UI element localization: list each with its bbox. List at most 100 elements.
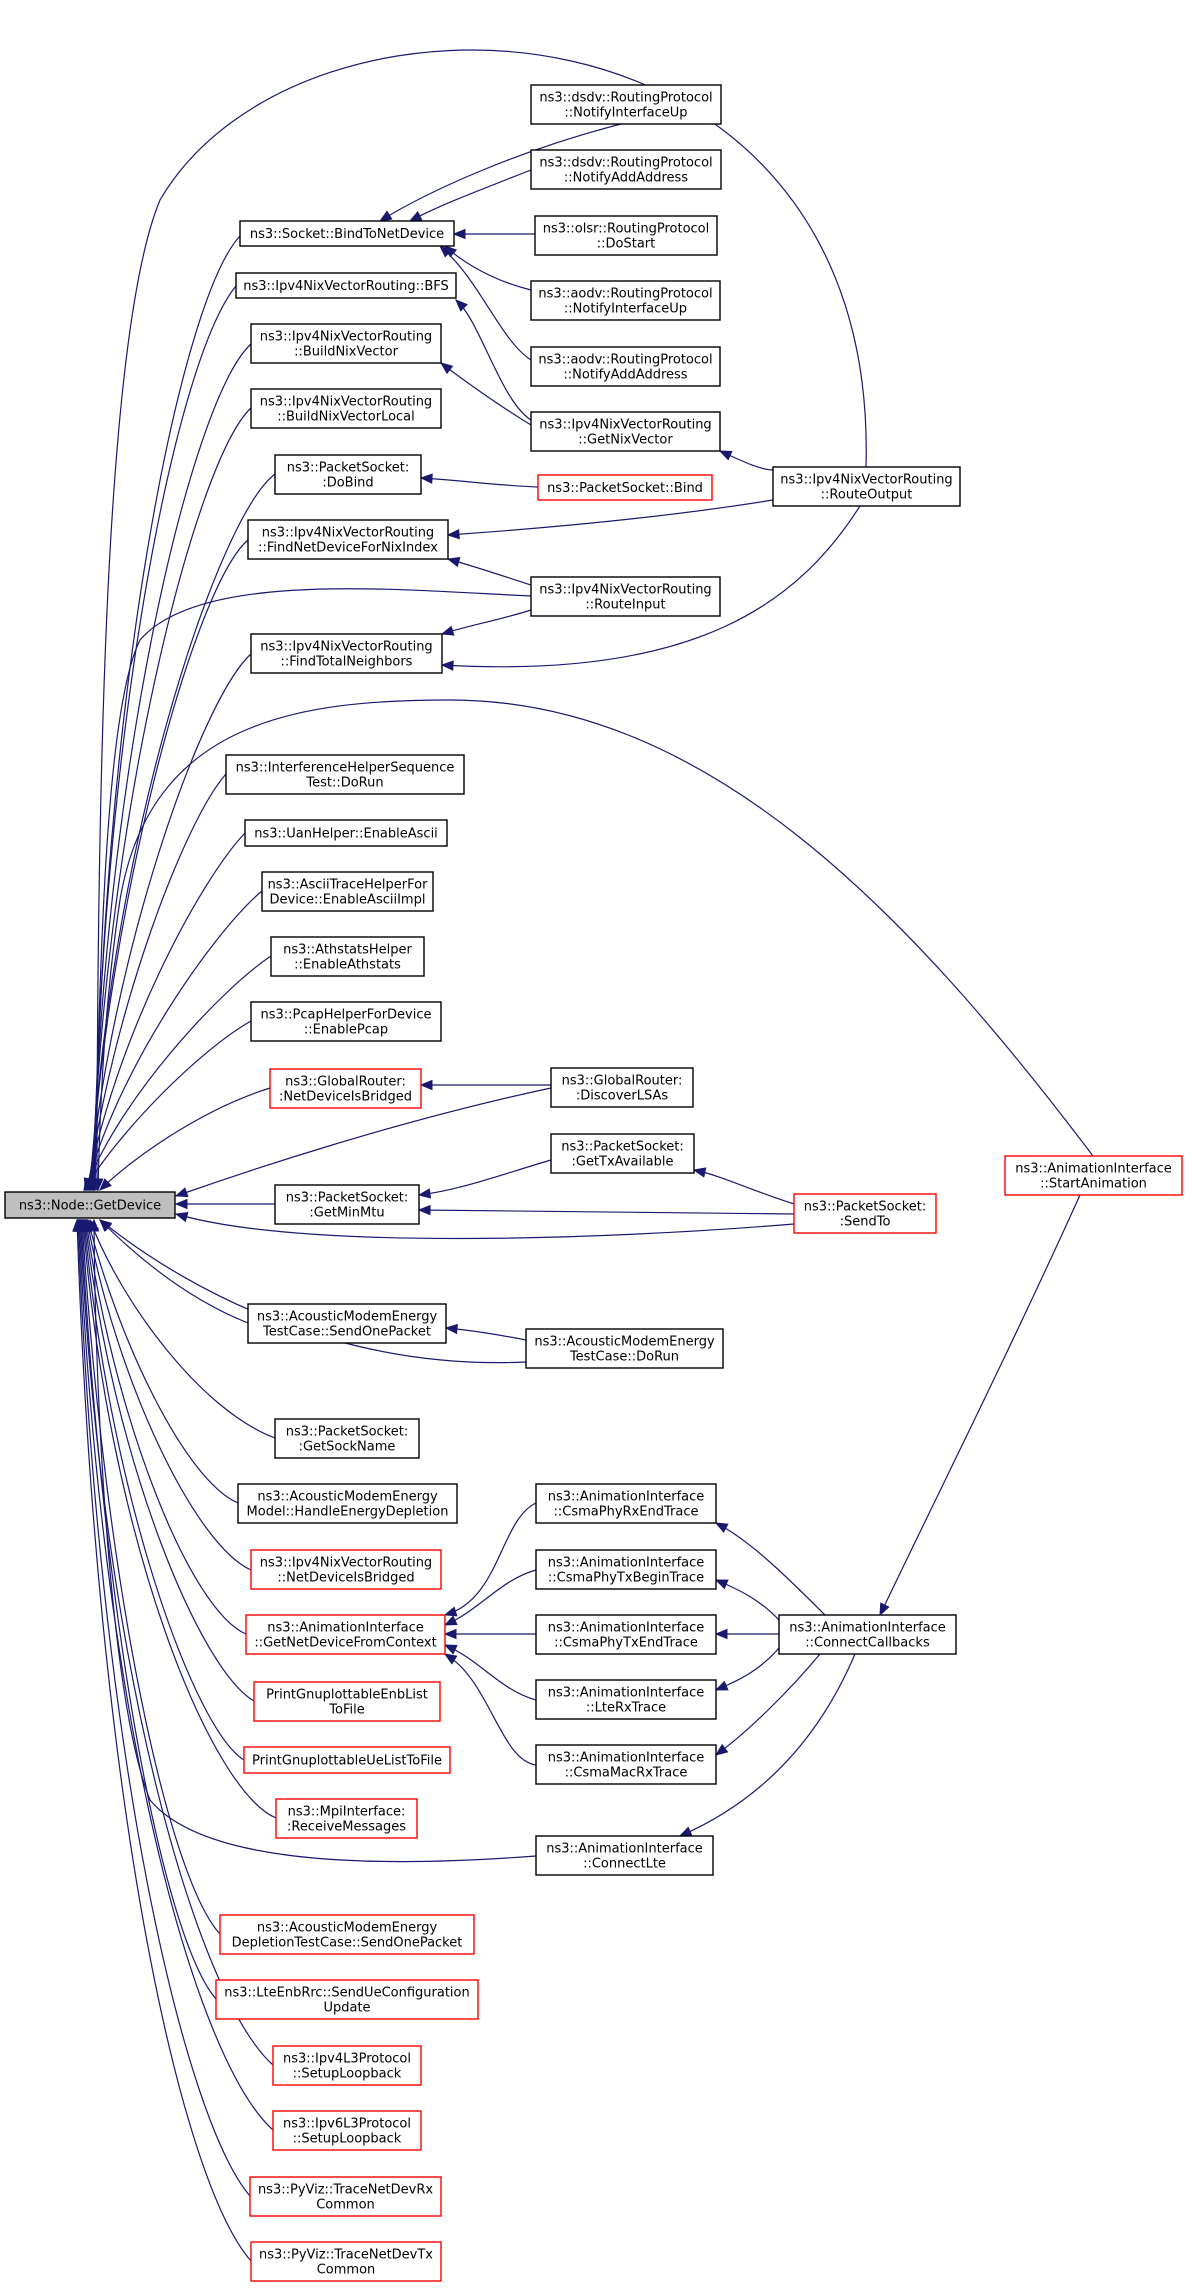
edge-line [89,539,249,1191]
edge-discoverLSAs-to-netDevIsBridged [419,1079,551,1091]
node-getNixVector[interactable]: ns3::Ipv4NixVectorRouting::GetNixVector [530,411,721,452]
node-dsdvUp[interactable]: ns3::dsdv::RoutingProtocol::NotifyInterf… [530,84,722,125]
node-acousticDepletion[interactable]: ns3::AcousticModemEnergyDepletionTestCas… [219,1914,475,1955]
node-getSockName[interactable]: ns3::PacketSocket::GetSockName [274,1418,420,1459]
node-olsr[interactable]: ns3::olsr::RoutingProtocol::DoStart [534,215,718,256]
node-findTotalNeighbors[interactable]: ns3::Ipv4NixVectorRouting::FindTotalNeig… [250,633,443,674]
node-asciiTrace[interactable]: ns3::AsciiTraceHelperForDevice::EnableAs… [261,871,434,912]
edge-line [441,505,861,668]
node-netDevIsBridged[interactable]: ns3::GlobalRouter::NetDeviceIsBridged [269,1068,422,1109]
arrowhead [443,1606,458,1617]
node-aodvAdd[interactable]: ns3::aodv::RoutingProtocol::NotifyAddAdd… [530,346,721,387]
node-csmaPhyRxEnd[interactable]: ns3::AnimationInterface::CsmaPhyRxEndTra… [535,1483,717,1524]
edge-line [455,299,532,421]
node-label-line: ns3::Socket::BindToNetDevice [250,227,444,242]
node-label-line: ::RouteInput [585,598,665,613]
node-box [243,1746,451,1774]
node-csmaPhyTxBegin[interactable]: ns3::AnimationInterface::CsmaPhyTxBeginT… [535,1549,717,1590]
node-bindToNetDevice[interactable]: ns3::Socket::BindToNetDevice [239,220,455,247]
edge-line [86,832,246,1191]
node-label-line: ns3::PyViz::TraceNetDevRx [258,2183,433,2198]
node-buildNixVector[interactable]: ns3::Ipv4NixVectorRouting::BuildNixVecto… [250,323,442,364]
arrowhead [439,362,454,375]
node-buildNixVectorLocal[interactable]: ns3::Ipv4NixVectorRouting::BuildNixVecto… [250,388,442,429]
edge-getNixVector-to-buildNixVector [439,362,532,426]
node-lteRx[interactable]: ns3::AnimationInterface::LteRxTrace [535,1679,717,1720]
edge-routeInput-to-findNetDevice [446,557,532,586]
node-aodvUp[interactable]: ns3::aodv::RoutingProtocol::NotifyInterf… [530,280,721,321]
node-printUe[interactable]: PrintGnuplottableUeListToFile [243,1746,451,1774]
node-label-line: ::DoStart [597,237,655,252]
node-root[interactable]: ns3::Node::GetDevice [4,1191,176,1219]
node-connectLte[interactable]: ns3::AnimationInterface::ConnectLte [535,1835,714,1876]
edge-connectCallbacks-to-csmaMacRx [714,1653,821,1756]
edge-athstats-to-root [84,955,272,1192]
node-routeOutput[interactable]: ns3::Ipv4NixVectorRouting::RouteOutput [772,466,961,507]
node-ipv4L3[interactable]: ns3::Ipv4L3Protocol::SetupLoopback [272,2045,422,2086]
arrowhead [419,1079,433,1091]
node-getMinMtu[interactable]: ns3::PacketSocket::GetMinMtu [274,1184,420,1225]
node-label-line: ns3::dsdv::RoutingProtocol [539,91,712,106]
node-box [247,1303,447,1344]
node-lteEnbRrc[interactable]: ns3::LteEnbRrc::SendUeConfigurationUpdat… [215,1979,479,2020]
node-findNetDevice[interactable]: ns3::Ipv4NixVectorRouting::FindNetDevice… [247,519,449,560]
node-ipv6L3[interactable]: ns3::Ipv6L3Protocol::SetupLoopback [272,2110,422,2151]
node-dsdvAdd[interactable]: ns3::dsdv::RoutingProtocol::NotifyAddAdd… [530,149,722,190]
node-pcapHelper[interactable]: ns3::PcapHelperForDevice::EnablePcap [250,1001,442,1042]
node-label-line: ::ConnectCallbacks [805,1636,930,1651]
node-athstats[interactable]: ns3::AthstatsHelper::EnableAthstats [270,936,425,977]
node-mpiRecv[interactable]: ns3::MpiInterface::ReceiveMessages [275,1798,418,1839]
node-csmaMacRx[interactable]: ns3::AnimationInterface::CsmaMacRxTrace [535,1744,717,1785]
node-label-line: ns3::Node::GetDevice [19,1199,161,1214]
edge-line [440,362,532,426]
edge-connectCallbacks-to-csmaPhyRxEnd [714,1522,826,1616]
node-getTxAvail[interactable]: ns3::PacketSocket::GetTxAvailable [550,1133,695,1174]
node-startAnim[interactable]: ns3::AnimationInterface::StartAnimation [1004,1155,1183,1196]
edge-line [444,1502,537,1616]
node-box [537,474,713,501]
node-label-line: ::CsmaPhyRxEndTrace [554,1505,699,1520]
node-routeInput[interactable]: ns3::Ipv4NixVectorRouting::RouteInput [530,576,721,617]
node-doBind[interactable]: ns3::PacketSocket::DoBind [274,454,422,495]
node-box [778,1614,957,1655]
node-label-line: ::LteRxTrace [586,1701,666,1716]
node-connectCallbacks[interactable]: ns3::AnimationInterface::ConnectCallback… [778,1614,957,1655]
edge-line [679,1653,856,1837]
arrowhead [714,1680,729,1691]
node-psBind[interactable]: ns3::PacketSocket::Bind [537,474,713,501]
edge-line [85,1219,247,1635]
node-label-line: ::NotifyAddAddress [563,368,687,383]
node-handleEnergy[interactable]: ns3::AcousticModemEnergyModel::HandleEne… [237,1483,458,1524]
node-box [272,2045,422,2086]
node-label-line: ns3::AnimationInterface [546,1842,703,1857]
node-csmaPhyTxEnd[interactable]: ns3::AnimationInterface::CsmaPhyTxEndTra… [535,1614,717,1655]
arrowhead [443,1644,458,1655]
node-acousticSend[interactable]: ns3::AcousticModemEnergyTestCase::SendOn… [247,1303,447,1344]
node-interfHelper[interactable]: ns3::InterferenceHelperSequenceTest::DoR… [225,754,465,795]
node-uanHelper[interactable]: ns3::UanHelper::EnableAscii [244,819,448,847]
node-label-line: ::EnablePcap [304,1023,388,1038]
edge-line [80,1219,217,2000]
arrowhead [419,473,433,484]
node-box [535,1744,717,1785]
node-label-line: ns3::aodv::RoutingProtocol [538,287,712,302]
node-sendTo[interactable]: ns3::PacketSocket::SendTo [793,1193,937,1234]
node-label-line: ::ConnectLte [583,1857,666,1872]
node-discoverLSAs[interactable]: ns3::GlobalRouter::DiscoverLSAs [550,1067,694,1108]
node-getNetDevCtx[interactable]: ns3::AnimationInterface::GetNetDeviceFro… [245,1614,446,1655]
edge-csmaPhyTxEnd-to-getNetDevCtx [443,1628,536,1640]
node-label-line: ns3::LteEnbRrc::SendUeConfiguration [224,1986,470,2001]
node-label-line: ::NotifyInterfaceUp [564,302,687,317]
node-label-line: ns3::Ipv4NixVectorRouting::BFS [243,279,449,294]
node-label-line: ns3::AthstatsHelper [283,943,412,958]
node-ipv4NetDevBridged[interactable]: ns3::Ipv4NixVectorRouting::NetDeviceIsBr… [250,1549,442,1590]
node-bfs[interactable]: ns3::Ipv4NixVectorRouting::BFS [235,272,457,299]
node-label-line: ::FindNetDeviceForNixIndex [258,541,438,556]
node-box [535,1483,717,1524]
node-label-line: ::NetDeviceIsBridged [277,1571,414,1586]
node-box [272,2110,422,2151]
